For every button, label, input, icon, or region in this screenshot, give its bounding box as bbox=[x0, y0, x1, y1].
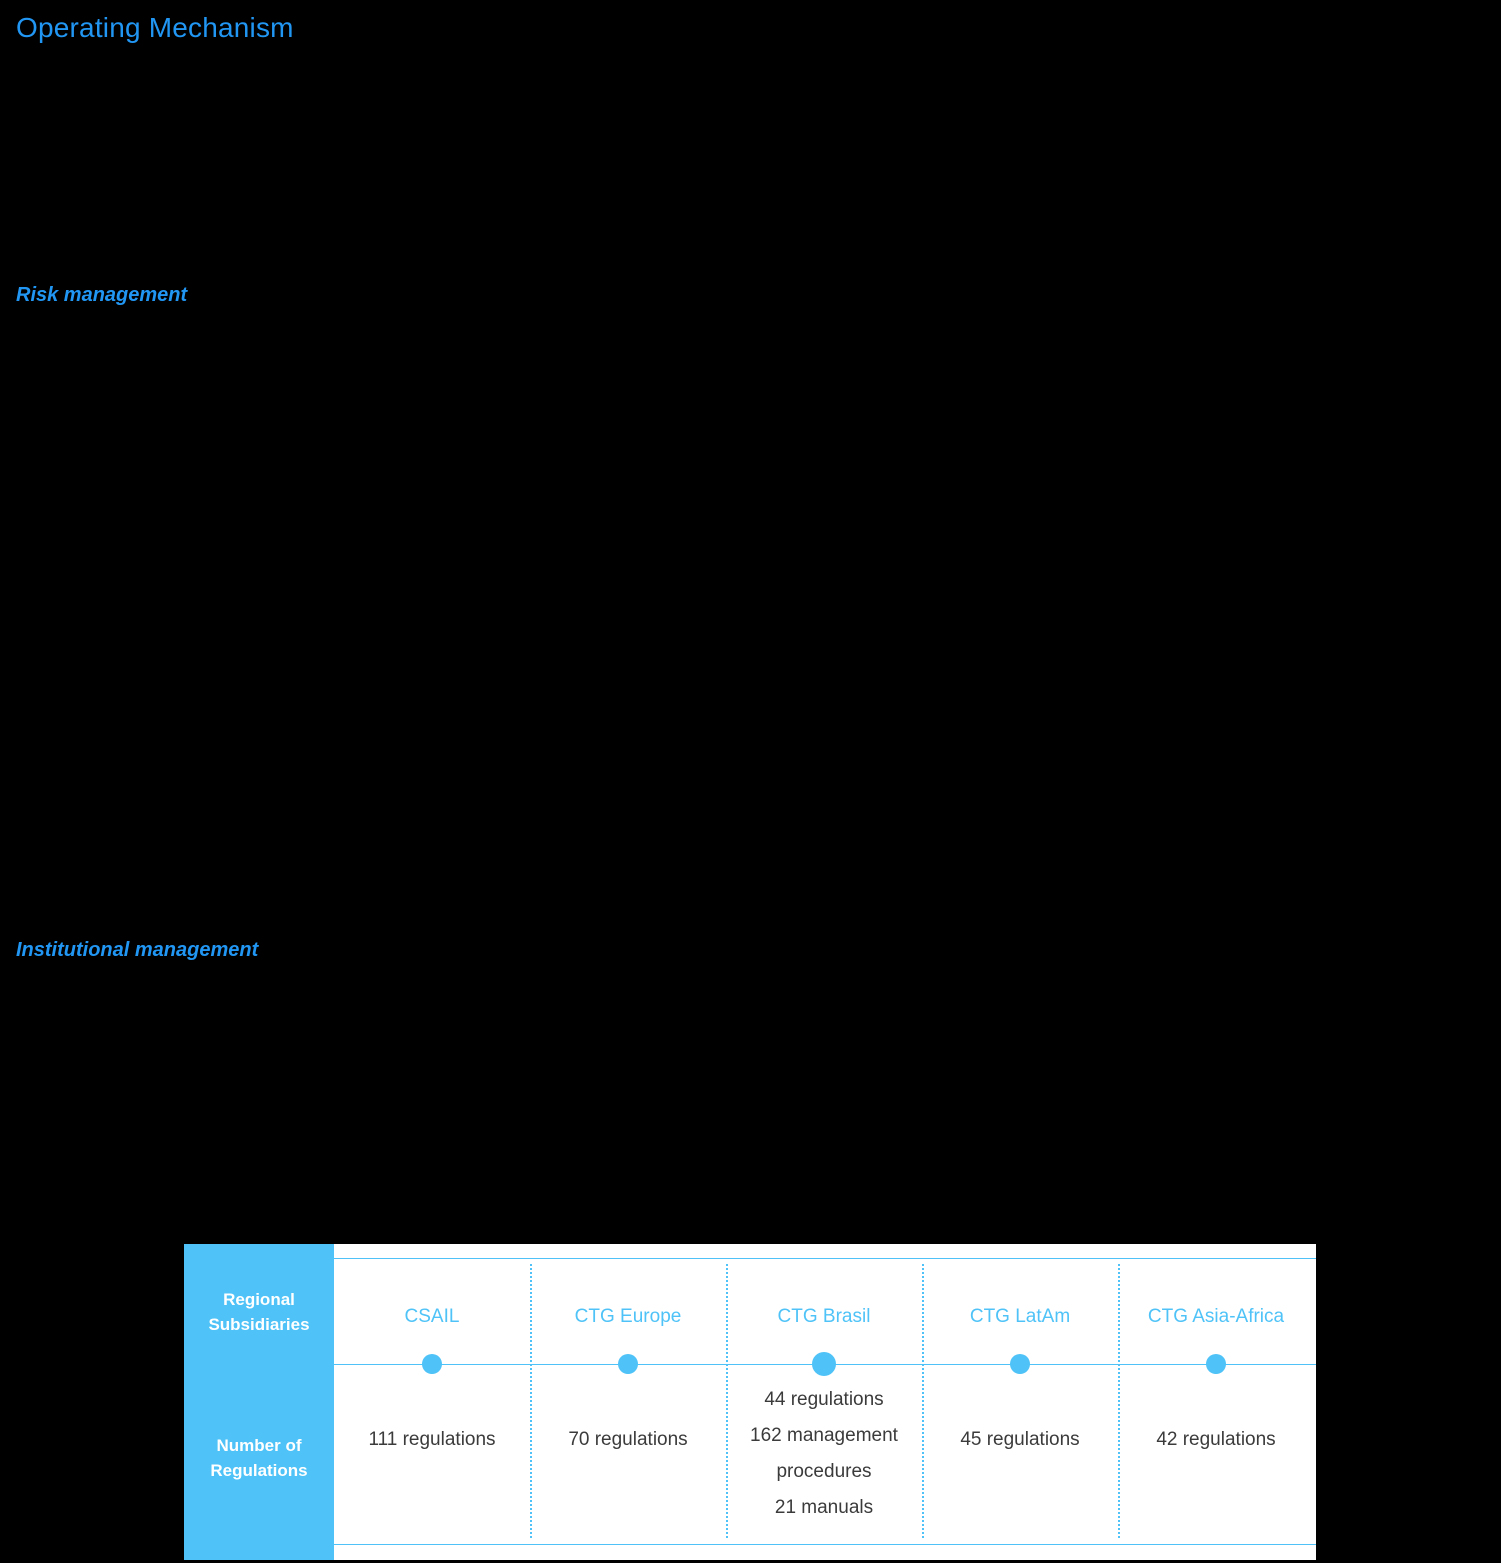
row-header-number-of-regulations-line1: Number of bbox=[216, 1436, 302, 1455]
column-divider-1 bbox=[530, 1264, 532, 1538]
timeline-dot-icon bbox=[1206, 1354, 1226, 1374]
column-value-line: procedures bbox=[776, 1461, 872, 1483]
column-divider-2 bbox=[726, 1264, 728, 1538]
row-header-regional-subsidiaries-line2: Subsidiaries bbox=[208, 1314, 310, 1334]
column-value-csail: 111 regulations bbox=[334, 1430, 530, 1449]
column-value-ctg-europe: 70 regulations bbox=[530, 1430, 726, 1449]
column-value-line: 45 regulations bbox=[960, 1429, 1080, 1450]
column-value-ctg-asia-africa: 42 regulations bbox=[1118, 1430, 1314, 1449]
section-label-risk-management: Risk management bbox=[16, 284, 188, 306]
timeline-dot-icon bbox=[618, 1354, 638, 1374]
row-header-regional-subsidiaries-line1: Regional bbox=[223, 1290, 295, 1309]
column-title-ctg-latam: CTG LatAm bbox=[969, 1306, 1071, 1327]
page-title: Operating Mechanism bbox=[16, 12, 294, 43]
column-value-ctg-brasil: 44 regulations 162 management procedures… bbox=[726, 1382, 922, 1526]
column-value-line: 21 manuals bbox=[774, 1497, 874, 1519]
column-value-line: 70 regulations bbox=[568, 1429, 688, 1450]
table-column-csail[interactable]: CSAIL 111 regulations bbox=[334, 1244, 530, 1560]
table-body: CSAIL 111 regulations CTG Europe 70 regu… bbox=[334, 1244, 1316, 1560]
row-header-number-of-regulations: Number of Regulations bbox=[184, 1434, 334, 1483]
column-value-line: 162 management bbox=[750, 1425, 898, 1447]
timeline-dot-icon bbox=[422, 1354, 442, 1374]
column-title-csail: CSAIL bbox=[404, 1306, 460, 1327]
row-header-number-of-regulations-line2: Regulations bbox=[210, 1460, 308, 1480]
table-column-ctg-asia-africa[interactable]: CTG Asia-Africa 42 regulations bbox=[1118, 1244, 1314, 1560]
column-title-ctg-europe: CTG Europe bbox=[574, 1306, 682, 1327]
table-row-header-column: Regional Subsidiaries Number of Regulati… bbox=[184, 1244, 334, 1560]
section-label-institutional-management: Institutional management bbox=[16, 939, 259, 961]
table-column-ctg-brasil[interactable]: CTG Brasil 44 regulations 162 management… bbox=[726, 1244, 922, 1560]
row-header-regional-subsidiaries: Regional Subsidiaries bbox=[184, 1288, 334, 1337]
column-divider-4 bbox=[1118, 1264, 1120, 1538]
regulations-table: Regional Subsidiaries Number of Regulati… bbox=[184, 1244, 1316, 1560]
table-column-ctg-europe[interactable]: CTG Europe 70 regulations bbox=[530, 1244, 726, 1560]
column-divider-3 bbox=[922, 1264, 924, 1538]
column-title-ctg-asia-africa: CTG Asia-Africa bbox=[1147, 1306, 1285, 1327]
timeline-dot-icon bbox=[812, 1352, 836, 1376]
column-value-line: 44 regulations bbox=[764, 1389, 884, 1410]
column-value-line: 42 regulations bbox=[1156, 1429, 1276, 1450]
divider-bottom bbox=[334, 1544, 1316, 1545]
table-column-ctg-latam[interactable]: CTG LatAm 45 regulations bbox=[922, 1244, 1118, 1560]
divider-top bbox=[334, 1258, 1316, 1259]
column-title-ctg-brasil: CTG Brasil bbox=[777, 1306, 871, 1327]
timeline-dot-icon bbox=[1010, 1354, 1030, 1374]
column-value-line: 111 regulations bbox=[368, 1429, 496, 1450]
column-value-ctg-latam: 45 regulations bbox=[922, 1430, 1118, 1449]
